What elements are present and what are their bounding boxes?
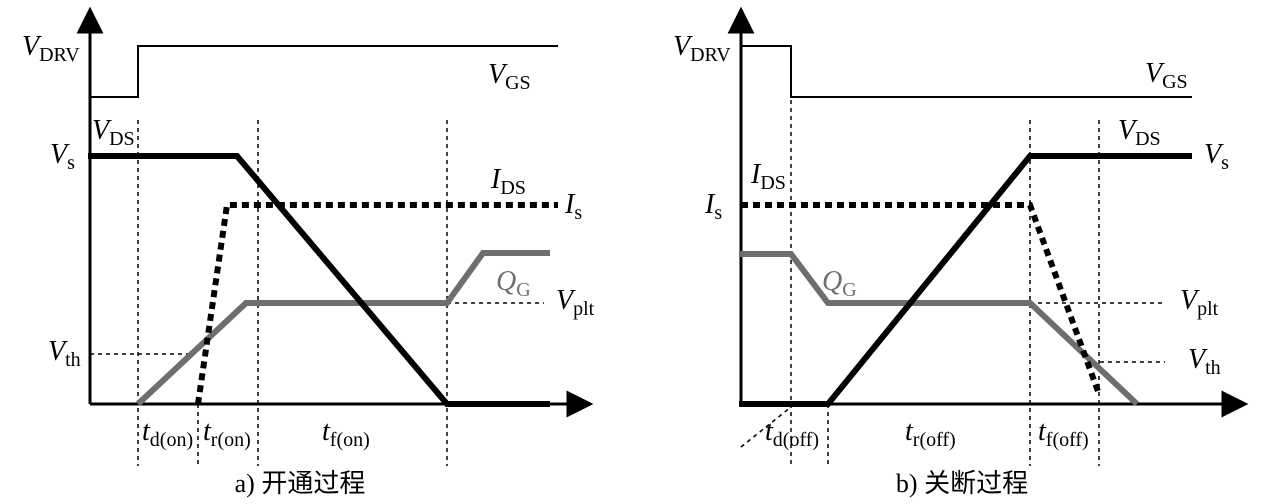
tr-off-label: tr(off) (905, 416, 956, 451)
gate-charge-curve (739, 251, 1140, 407)
vplt-label: Vplt (1180, 285, 1219, 320)
vds-label: VDS (1118, 115, 1161, 150)
vgs-label: VGS (488, 59, 531, 94)
td-on-label: td(on) (142, 416, 193, 451)
vth-label: Vth (1188, 344, 1221, 379)
is-label: Is (704, 189, 722, 224)
td-off-label: td(off) (765, 416, 819, 451)
vs-label: Vs (50, 139, 75, 174)
vth-label: Vth (48, 336, 81, 371)
ids-curve (741, 202, 1102, 396)
qg-label: QG (822, 266, 857, 301)
vgs-drive-waveform (741, 45, 1192, 98)
vdrv-label: VDRV (673, 31, 731, 66)
tr-on-label: tr(on) (203, 416, 251, 451)
panel-a-turn-on: VDRV VGS Vs VDS IDS Is QG Vplt Vth td(on… (22, 6, 595, 498)
is-label: Is (564, 189, 582, 224)
vplt-label: Vplt (556, 285, 595, 320)
vgs-label: VGS (1145, 58, 1188, 93)
vgs-drive-waveform (90, 45, 558, 98)
gate-charge-curve (135, 250, 550, 407)
vs-label: Vs (1204, 139, 1229, 174)
ids-curve (195, 202, 558, 405)
qg-label: QG (496, 266, 531, 301)
tf-on-label: tf(on) (322, 416, 370, 451)
ids-label: IDS (750, 159, 786, 194)
vds-curve (88, 153, 550, 407)
ids-label: IDS (490, 164, 526, 199)
panel-b-caption: b) 关断过程 (896, 469, 1028, 498)
panel-b-turn-off: VDRV VGS VDS Vs IDS Is QG Vplt Vth td(of… (673, 6, 1249, 498)
vdrv-label: VDRV (22, 31, 80, 66)
vds-curve (739, 153, 1192, 407)
vds-label: VDS (92, 115, 135, 150)
delay-slant-marker (740, 406, 792, 448)
tf-off-label: tf(off) (1038, 416, 1089, 451)
panel-a-caption: a) 开通过程 (235, 469, 366, 498)
